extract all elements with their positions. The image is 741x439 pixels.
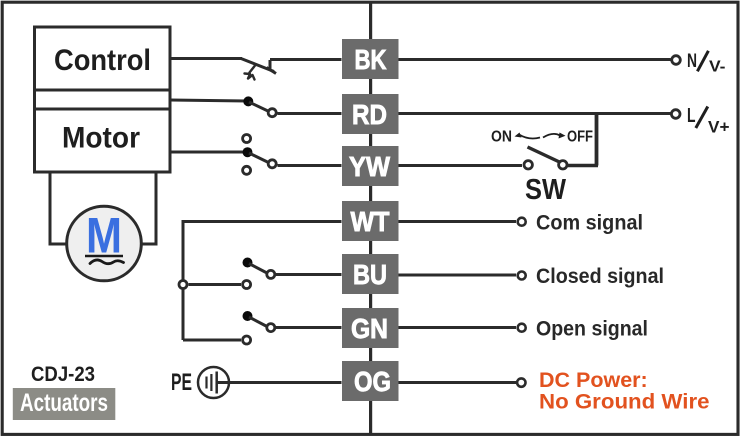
svg-text:OFF: OFF — [567, 129, 593, 146]
svg-text:Closed signal: Closed signal — [536, 265, 664, 288]
svg-text:DC Power:: DC Power: — [539, 368, 648, 392]
svg-text:L: L — [687, 105, 696, 127]
svg-text:Open signal: Open signal — [536, 318, 648, 341]
svg-text:ON: ON — [491, 129, 512, 146]
svg-text:No Ground Wire: No Ground Wire — [539, 390, 710, 414]
svg-text:YW: YW — [349, 151, 391, 182]
svg-text:GN: GN — [351, 313, 388, 344]
svg-text:PE: PE — [171, 369, 192, 396]
svg-text:CDJ-23: CDJ-23 — [31, 363, 95, 386]
svg-text:BU: BU — [353, 259, 387, 290]
svg-text:Motor: Motor — [62, 122, 140, 155]
svg-text:WT: WT — [351, 206, 390, 237]
svg-text:OG: OG — [354, 366, 391, 397]
svg-text:Actuators: Actuators — [20, 389, 108, 417]
svg-text:BK: BK — [355, 44, 387, 75]
svg-text:Control: Control — [54, 44, 151, 77]
svg-text:Com signal: Com signal — [536, 212, 643, 235]
svg-text:V+: V+ — [708, 118, 730, 137]
svg-text:RD: RD — [352, 99, 387, 130]
svg-text:V-: V- — [709, 59, 726, 76]
svg-text:M: M — [86, 208, 122, 264]
svg-text:N: N — [687, 51, 697, 72]
svg-text:SW: SW — [525, 174, 567, 206]
